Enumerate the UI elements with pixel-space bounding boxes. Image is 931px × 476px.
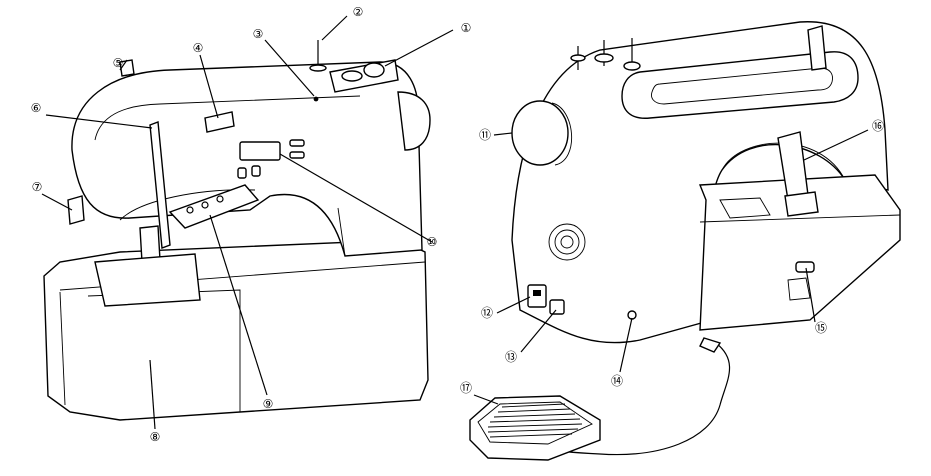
callout-5: ⑤ xyxy=(113,56,124,70)
foot-controller-jack xyxy=(627,310,637,320)
callout-14: ⑭ xyxy=(611,374,623,388)
callout-13: ⑬ xyxy=(505,350,517,364)
leader-lines xyxy=(41,15,869,430)
callout-3: ③ xyxy=(253,27,264,41)
callout-4: ④ xyxy=(193,41,204,55)
callout-16: ⑯ xyxy=(872,119,884,133)
power-supply-socket xyxy=(549,299,565,315)
callout-2: ② xyxy=(353,5,364,19)
callout-7: ⑦ xyxy=(32,180,43,194)
foot-controller xyxy=(469,395,601,461)
callout-8: ⑧ xyxy=(150,430,161,444)
vent-grille xyxy=(548,223,586,261)
callout-10: ⑩ xyxy=(427,235,438,249)
callout-9: ⑨ xyxy=(263,397,274,411)
back-view-machine xyxy=(511,21,901,344)
callout-17: ⑰ xyxy=(460,381,472,395)
callout-15: ⑮ xyxy=(815,321,827,335)
front-view-machine xyxy=(43,40,431,421)
callout-12: ⑫ xyxy=(481,306,493,320)
callout-1: ① xyxy=(461,21,472,35)
feed-dog-lever xyxy=(795,261,815,273)
callout-6: ⑥ xyxy=(31,101,42,115)
callout-11: ⑪ xyxy=(479,128,491,142)
